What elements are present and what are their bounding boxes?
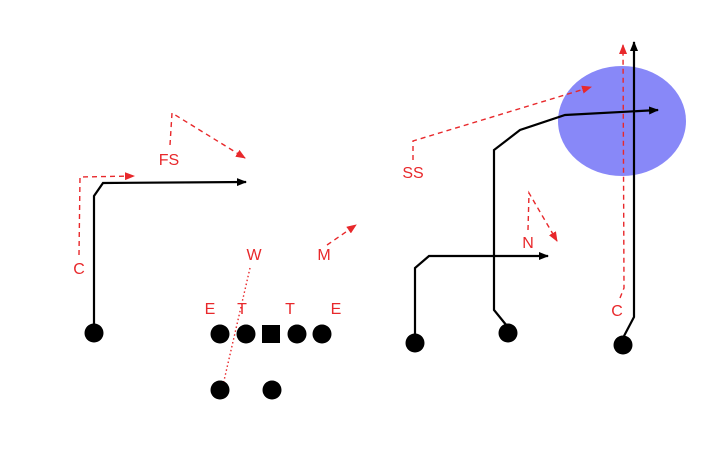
slot-receiver-route xyxy=(413,252,549,335)
mike-lb-label: M xyxy=(317,247,330,264)
right-tackle xyxy=(312,324,332,344)
free-safety-coverage xyxy=(169,111,246,159)
nickel-coverage xyxy=(527,190,558,242)
inside-receiver xyxy=(498,323,518,343)
left-receiver xyxy=(84,323,104,343)
left-back xyxy=(210,380,230,400)
end-left-label: E xyxy=(205,301,216,318)
free-safety-label: FS xyxy=(159,152,179,169)
outside-receiver-route xyxy=(623,41,638,337)
right-guard xyxy=(287,324,307,344)
weak-lb-label: W xyxy=(246,247,262,264)
end-right-label: E xyxy=(331,301,342,318)
left-tackle xyxy=(210,324,230,344)
corner-left-label: C xyxy=(73,261,85,278)
left-receiver-route xyxy=(92,178,247,326)
center xyxy=(262,325,280,343)
tackle-right-label: T xyxy=(285,301,295,318)
deep-zone-ellipse xyxy=(558,66,686,176)
nickel-label: N xyxy=(522,235,534,252)
tackle-left-label: T xyxy=(237,301,247,318)
right-back xyxy=(262,380,282,400)
corner-right-label: C xyxy=(611,303,623,320)
left-guard xyxy=(236,324,256,344)
slot-receiver xyxy=(405,333,425,353)
left-corner-coverage xyxy=(78,172,135,256)
outside-receiver xyxy=(613,335,633,355)
right-corner-coverage xyxy=(619,44,628,299)
mike-lb-coverage xyxy=(326,224,357,246)
inside-receiver-route xyxy=(492,106,659,327)
strong-safety-coverage xyxy=(412,85,592,160)
weak-lb-blitz xyxy=(222,267,251,386)
strong-safety-label: SS xyxy=(402,165,423,182)
